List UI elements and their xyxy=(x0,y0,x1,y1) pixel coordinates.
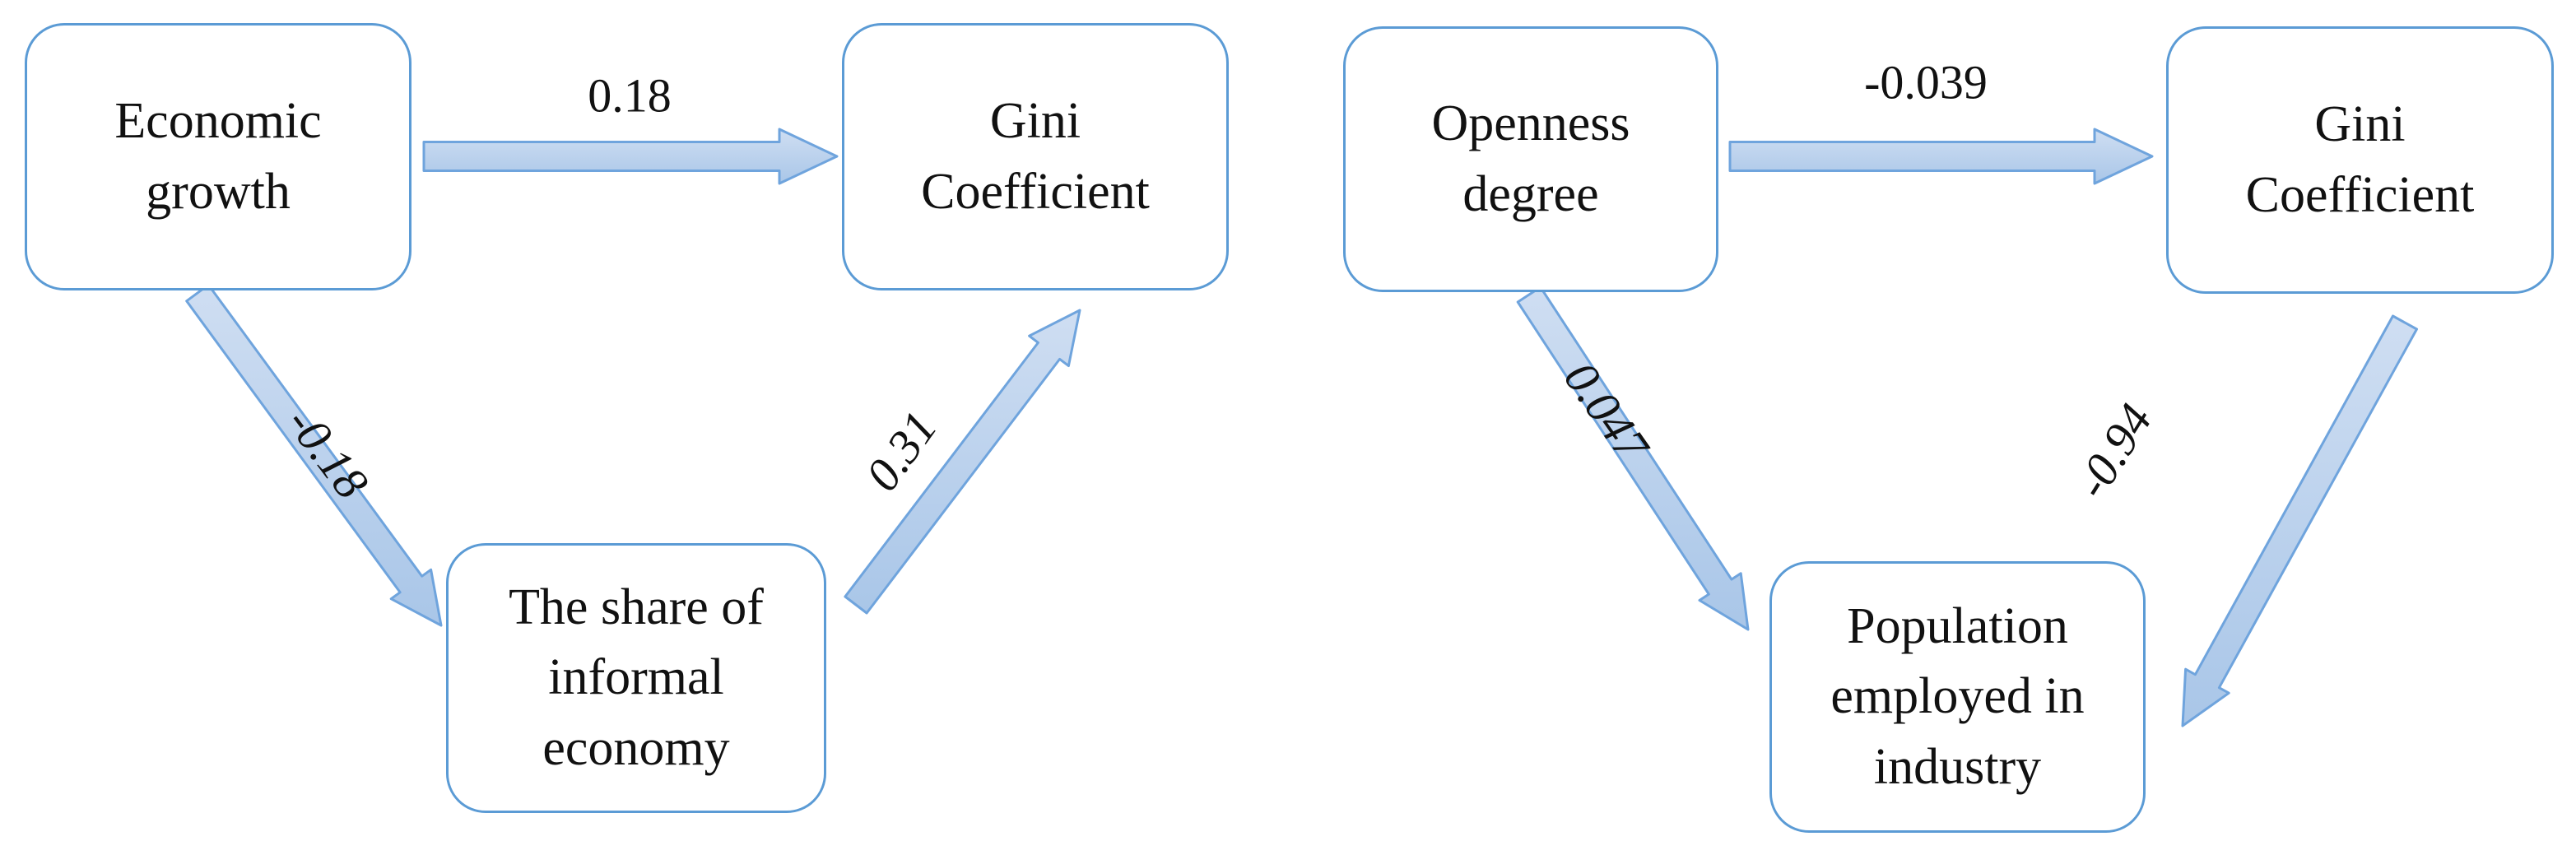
node-label-line: industry xyxy=(1873,738,2042,795)
node-label-line: Population xyxy=(1847,597,2068,654)
node-share-of-informal-economy: The share of informal economy xyxy=(446,543,826,813)
node-label-line: economy xyxy=(542,719,730,776)
node-label-line: Gini xyxy=(2314,95,2406,152)
node-label-line: employed in xyxy=(1830,668,2085,725)
node-label-line: Coefficient xyxy=(2245,166,2475,223)
edge-coefficient-openness-to-gini: -0.039 xyxy=(1864,55,1988,109)
arrow-openness-to-gini xyxy=(1728,128,2154,185)
node-label-line: informal xyxy=(548,649,724,706)
arrow-economic-to-informal xyxy=(185,283,443,627)
node-openness-degree: Openness degree xyxy=(1343,26,1718,292)
arrow-openness-to-population xyxy=(1516,286,1750,631)
edge-coefficient-economic-to-gini: 0.18 xyxy=(588,68,672,123)
arrow-gini-to-population xyxy=(2181,314,2418,727)
node-label-line: degree xyxy=(1462,165,1599,222)
node-label-line: Gini xyxy=(989,92,1081,149)
arrow-economic-to-gini xyxy=(422,128,839,185)
node-label-line: The share of xyxy=(509,578,764,635)
node-label-line: growth xyxy=(146,163,291,220)
node-economic-growth: Economic growth xyxy=(25,23,412,290)
node-label-line: Economic xyxy=(114,92,322,149)
arrow-informal-to-gini xyxy=(844,309,1081,615)
node-population-employed-in-industry: Population employed in industry xyxy=(1769,561,2146,833)
node-gini-coefficient-left: Gini Coefficient xyxy=(842,23,1229,290)
node-label-line: Openness xyxy=(1431,95,1630,151)
node-label-line: Coefficient xyxy=(921,163,1150,220)
node-gini-coefficient-right: Gini Coefficient xyxy=(2166,26,2554,294)
